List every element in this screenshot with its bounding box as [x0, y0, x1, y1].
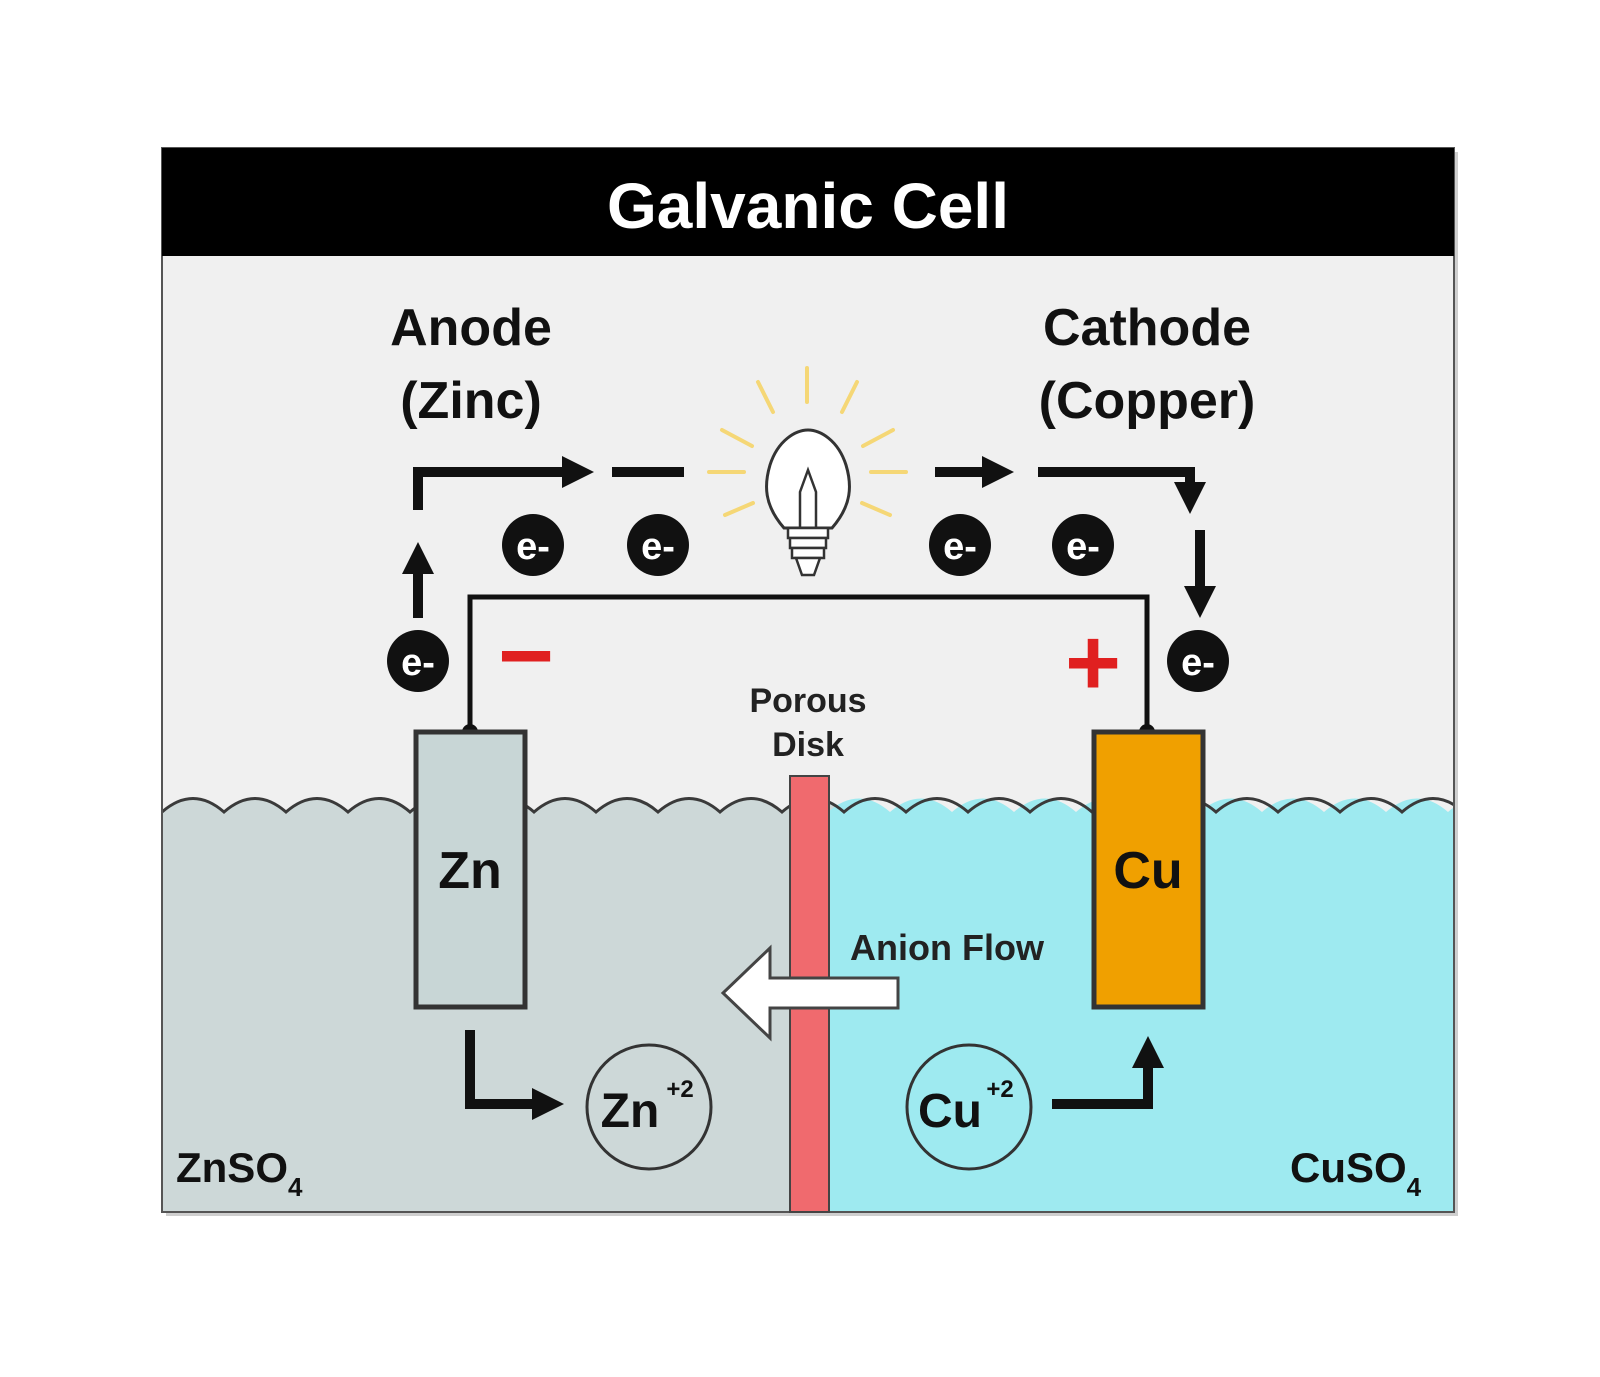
arrow-to-cathode-down: [1038, 467, 1207, 515]
left-solution-label: ZnSO4: [176, 1144, 303, 1202]
copper-ion-symbol: Cu: [918, 1085, 982, 1138]
electron-icon: e-: [1167, 630, 1229, 692]
zinc-ion-circle: [585, 1043, 713, 1171]
left-solution-subscript: 4: [288, 1172, 303, 1202]
right-solution-label: CuSO4: [1290, 1144, 1422, 1202]
electron-icon: e-: [387, 630, 449, 692]
zinc-dissolve-arrow: [465, 1030, 565, 1121]
copper-electrode: [1091, 729, 1206, 1010]
anion-flow-arrow: [720, 944, 900, 1042]
cathode-material-label: (Copper): [1039, 372, 1256, 430]
electron-icon: e-: [627, 514, 689, 576]
porous-disk-label-line1: Porous: [749, 682, 866, 720]
electron-flow-arrows: [401, 455, 1217, 619]
zinc-electrode-label: Zn: [438, 842, 502, 900]
electron-label: e-: [401, 642, 435, 684]
ion-flow-arrows: [465, 1030, 1165, 1121]
electron-label: e-: [1066, 526, 1100, 568]
zinc-ion-symbol: Zn: [601, 1085, 660, 1138]
title-bar: [162, 148, 1454, 256]
page-title: Galvanic Cell: [607, 170, 1009, 242]
external-wire: [467, 594, 1150, 732]
light-bulb-icon: [707, 366, 908, 577]
electron-label: e-: [943, 526, 977, 568]
copper-deposit-arrow: [1052, 1035, 1165, 1109]
electron-markers: e- e- e- e- e- e-: [387, 514, 1229, 692]
electron-icon: e-: [1052, 514, 1114, 576]
copper-ion-circle: [905, 1043, 1033, 1171]
zinc-electrode: [413, 729, 528, 1010]
cathode-label: Cathode: [1043, 299, 1251, 357]
copper-electrode-label: Cu: [1113, 842, 1182, 900]
copper-ion-charge: +2: [986, 1076, 1013, 1103]
anode-material-label: (Zinc): [400, 372, 542, 430]
electron-icon: e-: [502, 514, 564, 576]
electron-label: e-: [516, 526, 550, 568]
zinc-ion-charge: +2: [666, 1076, 693, 1103]
porous-disk-label-line2: Disk: [772, 726, 844, 764]
anode-label: Anode: [390, 299, 552, 357]
electron-label: e-: [1181, 642, 1215, 684]
electron-icon: e-: [929, 514, 991, 576]
arrow-anode-to-right: [413, 455, 595, 510]
anion-flow-label: Anion Flow: [850, 927, 1045, 968]
cathode-plus-sign: +: [1065, 609, 1121, 716]
right-solution-subscript: 4: [1407, 1172, 1422, 1202]
electron-label: e-: [641, 526, 675, 568]
anode-minus-sign: −: [498, 602, 554, 709]
